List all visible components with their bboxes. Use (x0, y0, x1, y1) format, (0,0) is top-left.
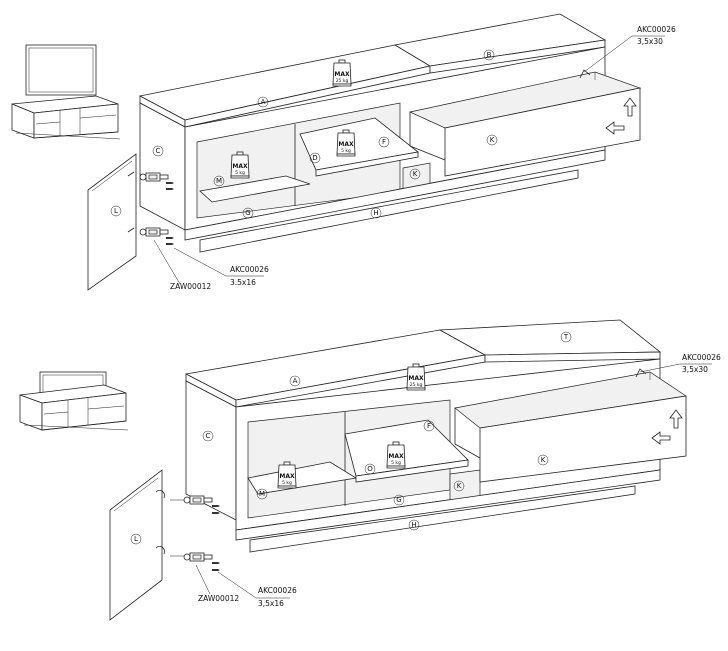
shelf-d-weight-value: 5 kg (341, 148, 351, 154)
part-label-L: L (110, 205, 122, 217)
svg-text:C: C (206, 432, 211, 440)
svg-text:L: L (134, 535, 138, 543)
svg-text:O: O (367, 465, 373, 473)
arrow-up-icon (623, 97, 637, 117)
part-label-K: K (486, 134, 498, 146)
svg-text:K: K (541, 456, 546, 464)
svg-text:B: B (487, 51, 492, 59)
part-label-L: L (130, 533, 142, 545)
part-label-C: C (202, 430, 214, 442)
svg-text:H: H (373, 209, 378, 217)
part-label-H: H (408, 519, 420, 531)
svg-text:T: T (563, 333, 569, 341)
bottom-assembly: MAX 25 kg MAX 5 kg MAX 5 kg A T C O F G … (19, 319, 721, 621)
top-assembly: MAX 25 kg MAX 5 kg MAX 5 kg A B C D F G … (11, 13, 676, 291)
arrow-left-icon (605, 121, 625, 135)
weight-icon: MAX 25 kg (406, 363, 426, 391)
svg-text:M: M (216, 177, 222, 185)
svg-text:A: A (261, 98, 266, 106)
svg-text:F: F (427, 422, 431, 430)
bottom-shelf-m-weight-value: 5 kg (282, 480, 292, 486)
part-label-O: O (364, 463, 376, 475)
bottom-hinge-code: ZAW00012 (198, 594, 239, 603)
part-label-G: G (242, 207, 254, 219)
svg-text:G: G (396, 496, 401, 504)
top-thumbnail (11, 44, 121, 140)
shelf-o-weight-value: 5 kg (391, 460, 401, 466)
part-label-A: A (257, 96, 269, 108)
part-label-H: H (370, 207, 382, 219)
bottom-door-screw-size: 3,5x16 (258, 599, 284, 608)
arrow-up-icon (669, 409, 683, 429)
svg-text:M: M (259, 490, 265, 498)
part-label-G: G (393, 494, 405, 506)
top-weight-label: MAX (334, 71, 350, 78)
weight-icon: MAX 5 kg (336, 129, 356, 157)
bottom-top-weight-value: 25 kg (410, 382, 423, 388)
svg-text:K: K (457, 482, 462, 490)
svg-text:G: G (245, 209, 250, 217)
bottom-drawer-screw-size: 3,5x30 (682, 365, 708, 374)
part-label-K: K (453, 480, 465, 492)
part-label-B: B (483, 49, 495, 61)
part-label-K: K (409, 168, 421, 180)
bottom-door-screw-code: AKC00026 (258, 586, 297, 595)
bottom-drawer-screw-code: AKC00026 (682, 353, 721, 362)
weight-icon: MAX 5 kg (386, 441, 406, 469)
part-label-D: D (309, 152, 321, 164)
weight-icon: MAX 5 kg (277, 461, 297, 489)
svg-text:K: K (490, 136, 495, 144)
shelf-d-weight-label: MAX (338, 141, 354, 148)
bottom-thumbnail (19, 371, 129, 431)
top-door-screw-code: AKC00026 (230, 265, 269, 274)
weight-icon: MAX 25 kg (332, 59, 352, 87)
svg-text:K: K (413, 170, 418, 178)
svg-text:A: A (293, 377, 298, 385)
bottom-top-weight-label: MAX (408, 375, 424, 382)
top-drawer-screw-size: 3,5x30 (637, 37, 663, 46)
weight-icon: MAX 5 kg (230, 151, 250, 179)
shelf-m-weight-label: MAX (232, 163, 248, 170)
top-door-screw-size: 3.5x16 (230, 278, 256, 287)
part-label-A: A (289, 375, 301, 387)
part-label-F: F (423, 420, 435, 432)
top-hinge-code: ZAW00012 (170, 282, 211, 291)
shelf-m-weight-value: 5 kg (235, 170, 245, 176)
svg-text:F: F (382, 138, 386, 146)
top-drawer-screw-code: AKC00026 (637, 25, 676, 34)
arrow-left-icon (651, 431, 671, 445)
svg-text:L: L (114, 207, 118, 215)
svg-text:C: C (156, 147, 161, 155)
shelf-o-weight-label: MAX (388, 453, 404, 460)
part-label-C: C (152, 145, 164, 157)
part-label-K: K (537, 454, 549, 466)
svg-text:H: H (411, 521, 416, 529)
part-label-F: F (378, 136, 390, 148)
part-label-T: T (560, 331, 572, 343)
bottom-shelf-m-weight-label: MAX (279, 473, 295, 480)
svg-text:D: D (312, 154, 317, 162)
top-weight-value: 25 kg (336, 78, 349, 84)
part-label-M: M (256, 488, 268, 500)
part-label-M: M (213, 175, 225, 187)
